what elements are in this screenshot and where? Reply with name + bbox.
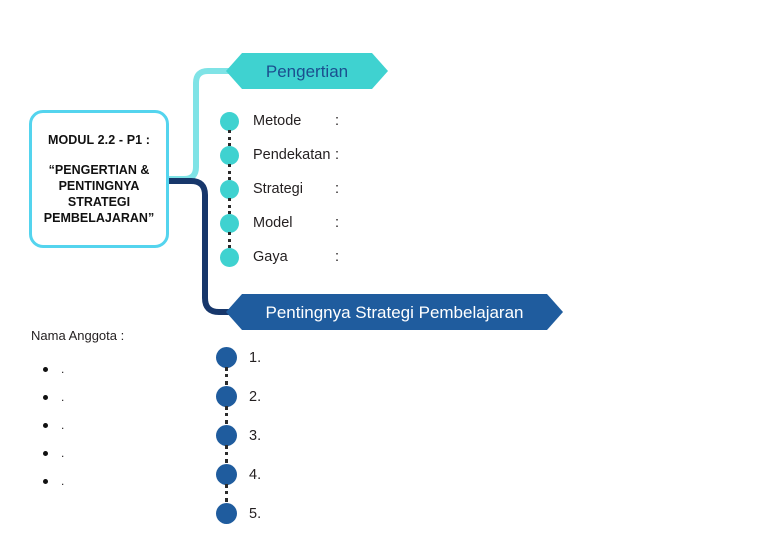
module-subtitle: “PENGERTIAN & PENTINGNYA STRATEGI PEMBEL… bbox=[43, 162, 155, 225]
banner-pengertian[interactable]: Pengertian bbox=[226, 53, 388, 89]
banner-pentingnya-label: Pentingnya Strategi Pembelajaran bbox=[265, 302, 524, 322]
ribbon-shape-icon bbox=[226, 294, 563, 330]
bullet-dot-icon bbox=[216, 386, 237, 407]
dotted-connector-icon bbox=[228, 130, 234, 146]
list-item[interactable]: Metode : bbox=[220, 104, 339, 146]
list-item-label: Model bbox=[253, 215, 293, 231]
bullet-dot-icon bbox=[216, 425, 237, 446]
bullet-icon bbox=[43, 394, 48, 400]
banner-pengertian-label: Pengertian bbox=[265, 61, 349, 81]
module-box: MODUL 2.2 - P1 : “PENGERTIAN & PENTINGNY… bbox=[29, 110, 169, 248]
member-list-item[interactable]: . bbox=[31, 355, 201, 383]
ribbon-shape-icon bbox=[226, 53, 388, 89]
dotted-connector-icon bbox=[228, 198, 234, 214]
list-item-colon: : bbox=[335, 215, 340, 231]
banner-pentingnya[interactable]: Pentingnya Strategi Pembelajaran bbox=[226, 294, 563, 330]
dotted-connector-icon bbox=[228, 164, 234, 180]
member-name: . bbox=[61, 474, 65, 488]
list-item[interactable]: 2. bbox=[216, 377, 262, 424]
dotted-connector-icon bbox=[225, 445, 231, 463]
member-name: . bbox=[61, 446, 65, 460]
list-item-label: 1. bbox=[249, 349, 262, 366]
list-item-label: 2. bbox=[249, 388, 262, 405]
bullet-dot-icon bbox=[220, 179, 239, 199]
bullet-dot-icon bbox=[220, 213, 239, 233]
list-item-colon: : bbox=[335, 181, 340, 197]
list-item[interactable]: 3. bbox=[216, 416, 262, 463]
list-item-colon: : bbox=[335, 249, 340, 265]
bullet-dot-icon bbox=[216, 464, 237, 485]
list-item[interactable]: Strategi : bbox=[220, 172, 339, 214]
bullet-icon bbox=[43, 366, 48, 372]
bullet-dot-icon bbox=[216, 503, 237, 524]
list-item[interactable]: Model : bbox=[220, 206, 339, 248]
member-list-item[interactable]: . bbox=[31, 439, 201, 467]
dotted-connector-icon bbox=[228, 232, 234, 248]
bullet-icon bbox=[43, 450, 48, 456]
bullet-dot-icon bbox=[220, 111, 239, 131]
bullet-dot-icon bbox=[216, 347, 237, 368]
bullet-dot-icon bbox=[220, 247, 239, 267]
list-item-colon: : bbox=[335, 147, 340, 163]
bullet-dot-icon bbox=[220, 145, 239, 165]
list-item-label: 4. bbox=[249, 466, 262, 483]
member-name: . bbox=[61, 390, 65, 404]
members-block: Nama Anggota : . . . . . bbox=[31, 328, 201, 495]
list-item[interactable]: Pendekatan : bbox=[220, 138, 339, 180]
list-item[interactable]: 1. bbox=[216, 338, 262, 385]
list-item-colon: : bbox=[335, 113, 340, 129]
list-item-label: 5. bbox=[249, 505, 262, 522]
member-list-item[interactable]: . bbox=[31, 467, 201, 495]
list-pentingnya: 1. 2. 3. 4. 5. bbox=[216, 338, 261, 533]
list-item-label: Gaya bbox=[253, 249, 288, 265]
member-name: . bbox=[61, 418, 65, 432]
list-item[interactable]: 5. bbox=[216, 494, 261, 533]
dotted-connector-icon bbox=[225, 406, 231, 424]
list-item-label: Strategi bbox=[253, 181, 303, 197]
dotted-connector-icon bbox=[225, 367, 231, 385]
members-title: Nama Anggota : bbox=[31, 328, 125, 343]
list-pengertian: Metode : Pendekatan : Strategi : Model :… bbox=[220, 104, 339, 274]
module-title: MODUL 2.2 - P1 : bbox=[47, 132, 151, 147]
list-item[interactable]: 4. bbox=[216, 455, 262, 502]
list-item-label: Metode bbox=[253, 113, 302, 129]
member-list-item[interactable]: . bbox=[31, 383, 201, 411]
list-item-label: 3. bbox=[249, 427, 262, 444]
member-list-item[interactable]: . bbox=[31, 411, 201, 439]
dotted-connector-icon bbox=[225, 484, 231, 502]
bullet-icon bbox=[43, 422, 48, 428]
list-item-label: Pendekatan bbox=[253, 147, 331, 163]
list-item[interactable]: Gaya : bbox=[220, 240, 339, 274]
bullet-icon bbox=[43, 478, 48, 484]
member-name: . bbox=[61, 362, 65, 376]
